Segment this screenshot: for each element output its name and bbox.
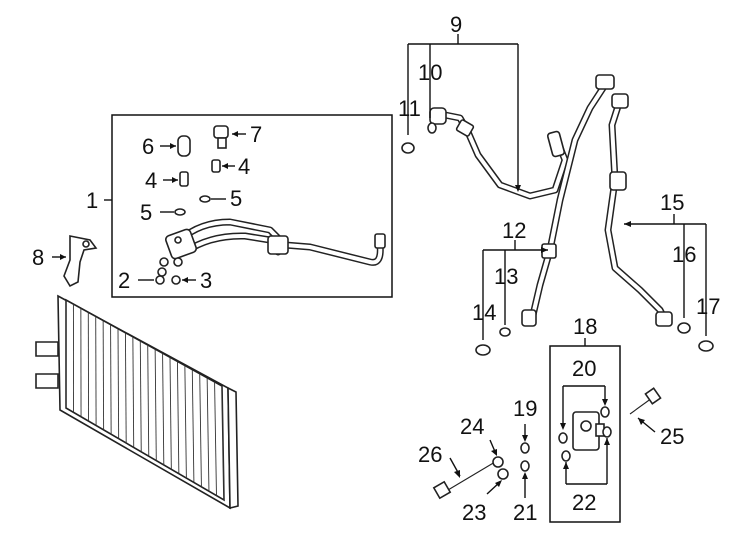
callout-23: 23	[462, 500, 486, 525]
o-ring-icon	[174, 195, 211, 216]
callout-2: 2	[118, 268, 130, 293]
bolt-icon	[629, 387, 662, 415]
callout-24: 24	[460, 414, 484, 439]
sensor-icon	[213, 125, 229, 149]
callout-10: 10	[418, 60, 442, 85]
condenser-fin	[199, 373, 202, 487]
callout-14: 14	[472, 300, 496, 325]
callout-6: 6	[142, 134, 154, 159]
callout-15: 15	[660, 190, 684, 215]
o-ring-icon	[401, 122, 437, 154]
valve-core-icon	[179, 159, 221, 187]
condenser-fin	[169, 357, 172, 470]
hose-icon	[165, 218, 386, 266]
callout-4b: 4	[238, 154, 250, 179]
callout-12: 12	[502, 218, 526, 243]
cap-icon	[177, 135, 191, 157]
condenser-fin	[147, 345, 150, 457]
callout-18: 18	[573, 314, 597, 339]
callout-17: 17	[696, 294, 720, 319]
condenser-fin	[214, 381, 217, 496]
o-ring-icon	[558, 406, 612, 462]
callout-20: 20	[572, 356, 596, 381]
condenser-fin	[221, 385, 225, 501]
condenser-fin	[139, 340, 142, 452]
o-ring-icon	[475, 327, 511, 356]
condenser-fin	[117, 328, 120, 439]
condenser-fin	[184, 365, 187, 479]
hose-icon	[521, 74, 615, 327]
bracket-icon	[63, 235, 98, 288]
callout-21: 21	[513, 500, 537, 525]
callout-3: 3	[200, 268, 212, 293]
callout-19: 19	[513, 396, 537, 421]
condenser-fin	[132, 336, 135, 448]
o-ring-icon	[155, 257, 183, 285]
condenser-fin	[110, 324, 112, 435]
condenser-icon	[35, 294, 239, 510]
condenser-fin	[124, 332, 127, 444]
o-ring-icon	[677, 322, 714, 352]
kit-box-1	[111, 114, 393, 298]
callout-9: 9	[450, 12, 462, 37]
callout-22: 22	[572, 490, 596, 515]
callout-16: 16	[672, 242, 696, 267]
valve-icon	[572, 411, 605, 451]
condenser-fin	[154, 349, 157, 461]
condenser-fin	[191, 369, 195, 483]
callout-11: 11	[398, 96, 421, 121]
condenser-fin	[206, 377, 210, 492]
condenser-fin	[176, 361, 180, 474]
callout-1: 1	[86, 188, 98, 213]
callout-25: 25	[660, 424, 684, 449]
callout-8: 8	[32, 245, 44, 270]
condenser-fins	[65, 300, 225, 501]
callout-5b: 5	[230, 186, 242, 211]
hose-icon	[429, 107, 569, 200]
condenser-fin	[162, 353, 165, 465]
callout-26: 26	[418, 442, 442, 467]
callout-5a: 5	[140, 200, 152, 225]
callout-7: 7	[250, 122, 262, 147]
bolt-icon	[432, 461, 496, 500]
hose-icon	[604, 93, 673, 327]
o-ring-icon	[492, 442, 530, 480]
callout-4a: 4	[145, 168, 157, 193]
callout-13: 13	[494, 264, 518, 289]
